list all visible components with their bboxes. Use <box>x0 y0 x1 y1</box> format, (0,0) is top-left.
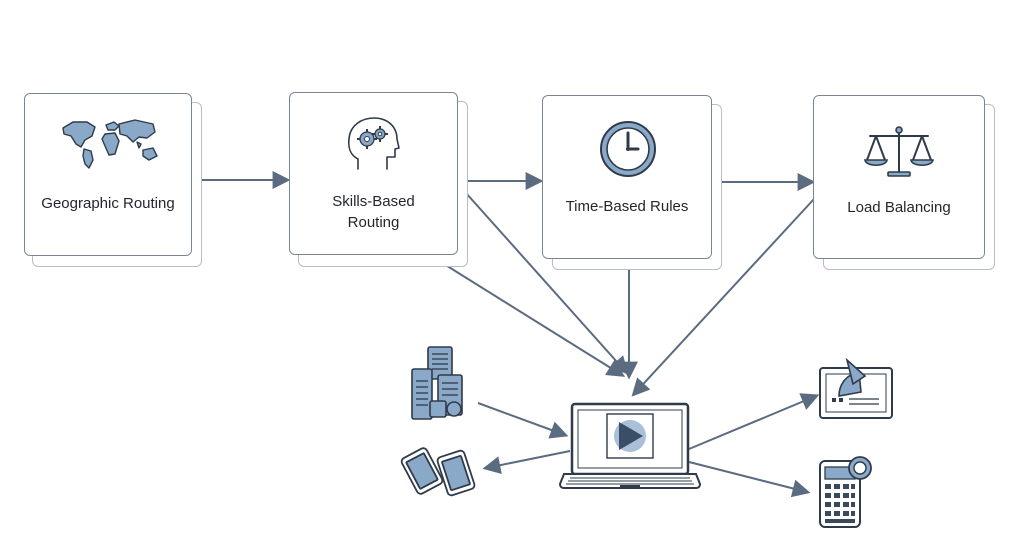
node-label-line-1: Skills-Based <box>332 193 415 210</box>
node-label-line-2: Routing <box>347 214 400 231</box>
node-skills-based-routing: Skills-Based Routing <box>289 92 458 255</box>
documents-icon <box>411 346 463 420</box>
node-label: Skills-Based Routing <box>290 191 457 233</box>
node-load-balancing: Load Balancing <box>813 95 985 259</box>
arrow-laptop-to-phones <box>482 450 571 474</box>
monitor-dashboard-icon <box>819 357 893 419</box>
arrow-laptop-to-calculator <box>688 461 811 498</box>
world-map-icon <box>62 119 158 169</box>
node-label: Geographic Routing <box>41 195 175 212</box>
node-time-based-rules: Time-Based Rules <box>542 95 712 259</box>
mobile-devices-icon <box>400 447 476 497</box>
balance-scale-icon <box>864 126 934 177</box>
laptop-play-icon <box>558 402 702 489</box>
arrow-load-to-laptop <box>631 198 815 397</box>
node-label: Load Balancing <box>847 199 951 216</box>
calculator-icon <box>819 456 872 528</box>
arrow-skills-to-laptop-b <box>456 182 629 375</box>
arrow-skills-to-laptop-a <box>427 253 626 377</box>
node-geographic-routing: Geographic Routing <box>24 93 192 256</box>
clock-icon <box>600 121 656 177</box>
arrow-documents-to-laptop <box>477 402 569 439</box>
brain-gears-icon <box>347 117 400 170</box>
arrow-laptop-to-dashboard <box>688 393 820 450</box>
node-label: Time-Based Rules <box>565 198 689 215</box>
